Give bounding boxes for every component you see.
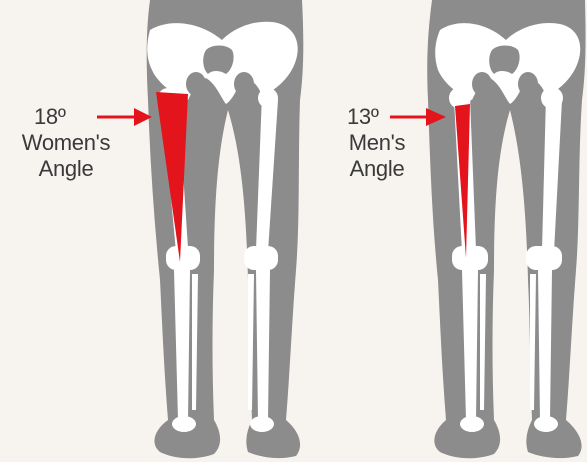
women-obturator-left <box>186 72 206 96</box>
men-ankle-right <box>534 416 558 432</box>
men-obturator-right <box>518 72 538 96</box>
women-ankle-left <box>172 416 196 432</box>
men-sacrum <box>489 46 519 75</box>
women-sacrum <box>203 46 233 75</box>
men-figure <box>427 0 585 458</box>
men-angle-line1: Men's <box>327 130 427 156</box>
women-angle-line2: Angle <box>6 156 126 182</box>
women-angle-line1: Women's <box>6 130 126 156</box>
men-angle-value: 13º <box>327 104 427 130</box>
women-ankle-right <box>250 416 274 432</box>
men-angle-label: 13º Men's Angle <box>327 104 427 182</box>
women-tibia-right <box>256 270 270 420</box>
men-knee-right <box>526 246 562 270</box>
women-obturator-right <box>234 72 254 96</box>
men-ankle-left <box>460 416 484 432</box>
men-tibia-right <box>538 270 552 420</box>
men-obturator-left <box>472 72 492 96</box>
women-angle-label: 18º Women's Angle <box>6 104 126 182</box>
women-angle-value: 18º <box>6 104 126 130</box>
women-figure <box>147 0 304 458</box>
women-knee-right <box>244 246 278 270</box>
men-knee-left <box>452 246 488 270</box>
men-angle-line2: Angle <box>327 156 427 182</box>
women-knee-left <box>166 246 200 270</box>
